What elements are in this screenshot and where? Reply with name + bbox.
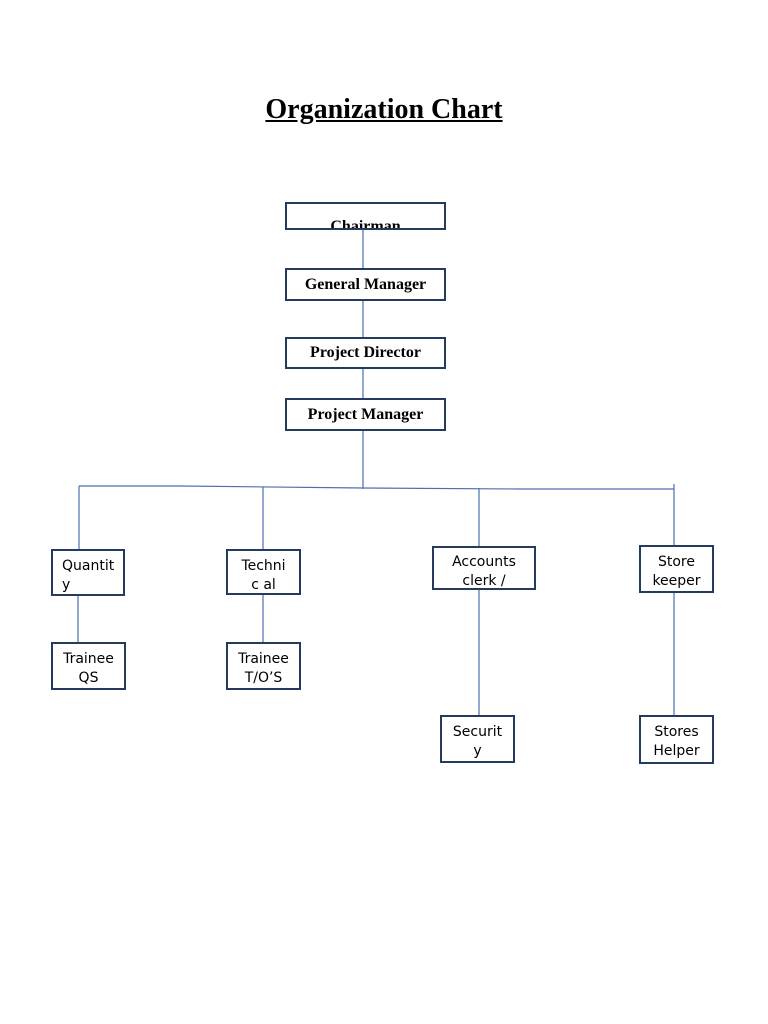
node-store-keeper: Store keeper (639, 545, 714, 593)
node-accounts-clerk-label: Accounts clerk / (452, 554, 516, 589)
node-accounts-clerk: Accounts clerk / (432, 546, 536, 590)
node-technical: Technic al (226, 549, 301, 595)
node-quantity: Quantit y (51, 549, 125, 596)
node-general-manager: General Manager (285, 268, 446, 301)
node-trainee-qs-label: Trainee QS (63, 651, 114, 686)
node-security-label: Securit y (452, 724, 503, 759)
node-trainee-qs: Trainee QS (51, 642, 126, 690)
node-project-manager-label: Project Manager (307, 405, 424, 423)
node-project-manager: Project Manager (285, 398, 446, 431)
connector-horizontal-branch (79, 485, 674, 490)
node-stores-helper-label: Stores Helper (653, 724, 700, 759)
page-title: Organization Chart (265, 94, 503, 125)
node-trainee-to-label: Trainee T/O’S (238, 651, 289, 686)
node-chairman-label: Chairman (330, 218, 401, 230)
node-trainee-to: Trainee T/O’S (226, 642, 301, 690)
node-security: Securit y (440, 715, 515, 763)
node-project-director-label: Project Director (310, 344, 421, 361)
node-stores-helper: Stores Helper (639, 715, 714, 764)
node-quantity-label: Quantit y (62, 558, 115, 593)
node-project-director: Project Director (285, 337, 446, 369)
node-chairman: Chairman (285, 202, 446, 230)
node-technical-label: Technic al (241, 558, 286, 593)
node-general-manager-label: General Manager (304, 275, 427, 293)
node-store-keeper-label: Store keeper (652, 554, 701, 589)
